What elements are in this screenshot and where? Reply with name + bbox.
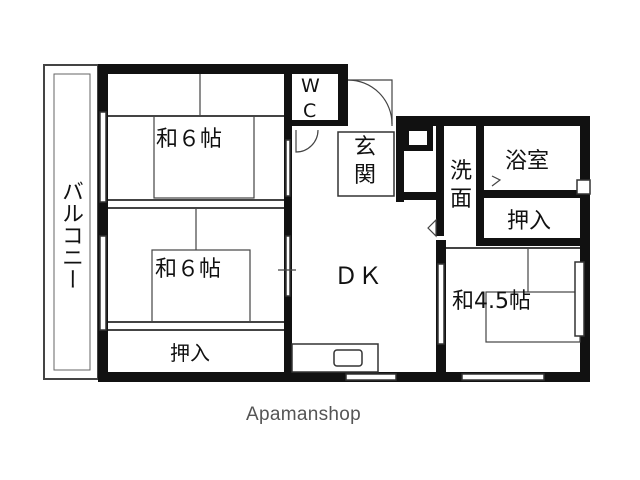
doors xyxy=(295,79,502,238)
room-washitsu-45: 和4.5帖 xyxy=(452,289,531,314)
genkan-1: 玄 xyxy=(354,135,377,160)
wc-c: C xyxy=(303,100,317,122)
senmen-1: 洗 xyxy=(450,159,473,184)
kitchen-counter xyxy=(291,343,379,373)
balcony-inner xyxy=(53,73,91,371)
interior-walls xyxy=(284,74,580,372)
genkan-box xyxy=(337,131,395,197)
room-oshiire-bottom: 押入 xyxy=(170,341,210,365)
room-dk: ＤＫ xyxy=(334,262,382,290)
room-washitsu-mid: 和６帖 xyxy=(155,257,222,282)
brand-logo-text: Apamanshop xyxy=(246,404,361,425)
room-yokushitsu: 浴室 xyxy=(505,149,550,174)
genkan-2: 関 xyxy=(354,163,377,188)
balcony-label: バルコニー xyxy=(58,180,83,290)
wc-w: W xyxy=(301,75,320,97)
room-washitsu-top: 和６帖 xyxy=(156,127,223,152)
tatami-lines xyxy=(151,74,581,343)
senmen-2: 面 xyxy=(450,187,473,212)
room-oshiire-right: 押入 xyxy=(507,209,552,234)
windows xyxy=(99,111,591,381)
